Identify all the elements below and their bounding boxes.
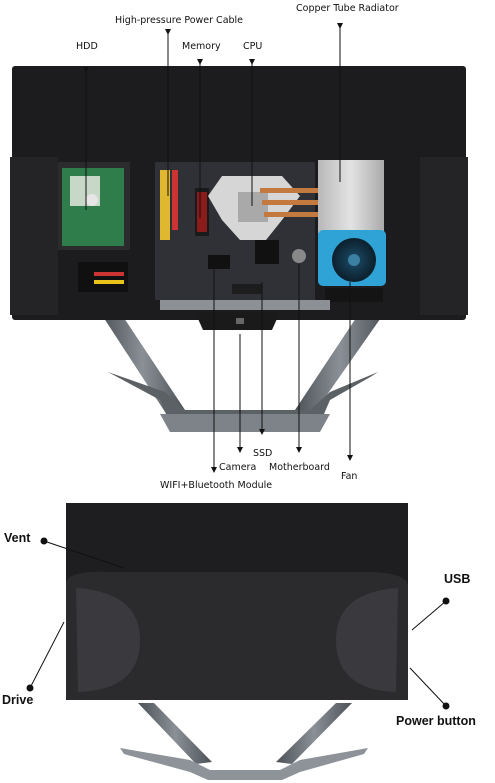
- memory-label: Memory: [182, 41, 221, 52]
- usb-label: USB: [444, 572, 471, 586]
- ssd-label: SSD: [253, 448, 273, 459]
- drive-label: Drive: [2, 693, 34, 707]
- copper-tube-radiator: [318, 160, 384, 234]
- motherboard-label: Motherboard: [269, 462, 330, 473]
- camera-label: Camera: [219, 462, 257, 473]
- rear-cover: [66, 571, 408, 700]
- bottom-plate: [160, 300, 330, 310]
- power-button-label: Power button: [396, 714, 476, 728]
- stand-bottom: [120, 703, 368, 780]
- wifi-bluetooth-label: WIFI+Bluetooth Module: [160, 480, 273, 491]
- bottom-pointers: [26, 537, 450, 710]
- cpu-component: [208, 176, 330, 240]
- fan-component: [318, 230, 386, 302]
- hdd-label: HDD: [76, 41, 98, 52]
- cpu-label: CPU: [243, 41, 263, 52]
- top-pointers: [83, 23, 353, 473]
- stand-top: [100, 312, 385, 432]
- hdd-component: [58, 162, 130, 292]
- high-pressure-cable-label: High-pressure Power Cable: [115, 15, 244, 26]
- camera-module: [236, 318, 244, 324]
- copper-tube-radiator-label: Copper Tube Radiator: [296, 3, 399, 14]
- closed-back-view: [66, 503, 408, 780]
- fan-label: Fan: [341, 471, 358, 482]
- open-back-view: [10, 66, 468, 432]
- vent-label: Vent: [4, 531, 31, 545]
